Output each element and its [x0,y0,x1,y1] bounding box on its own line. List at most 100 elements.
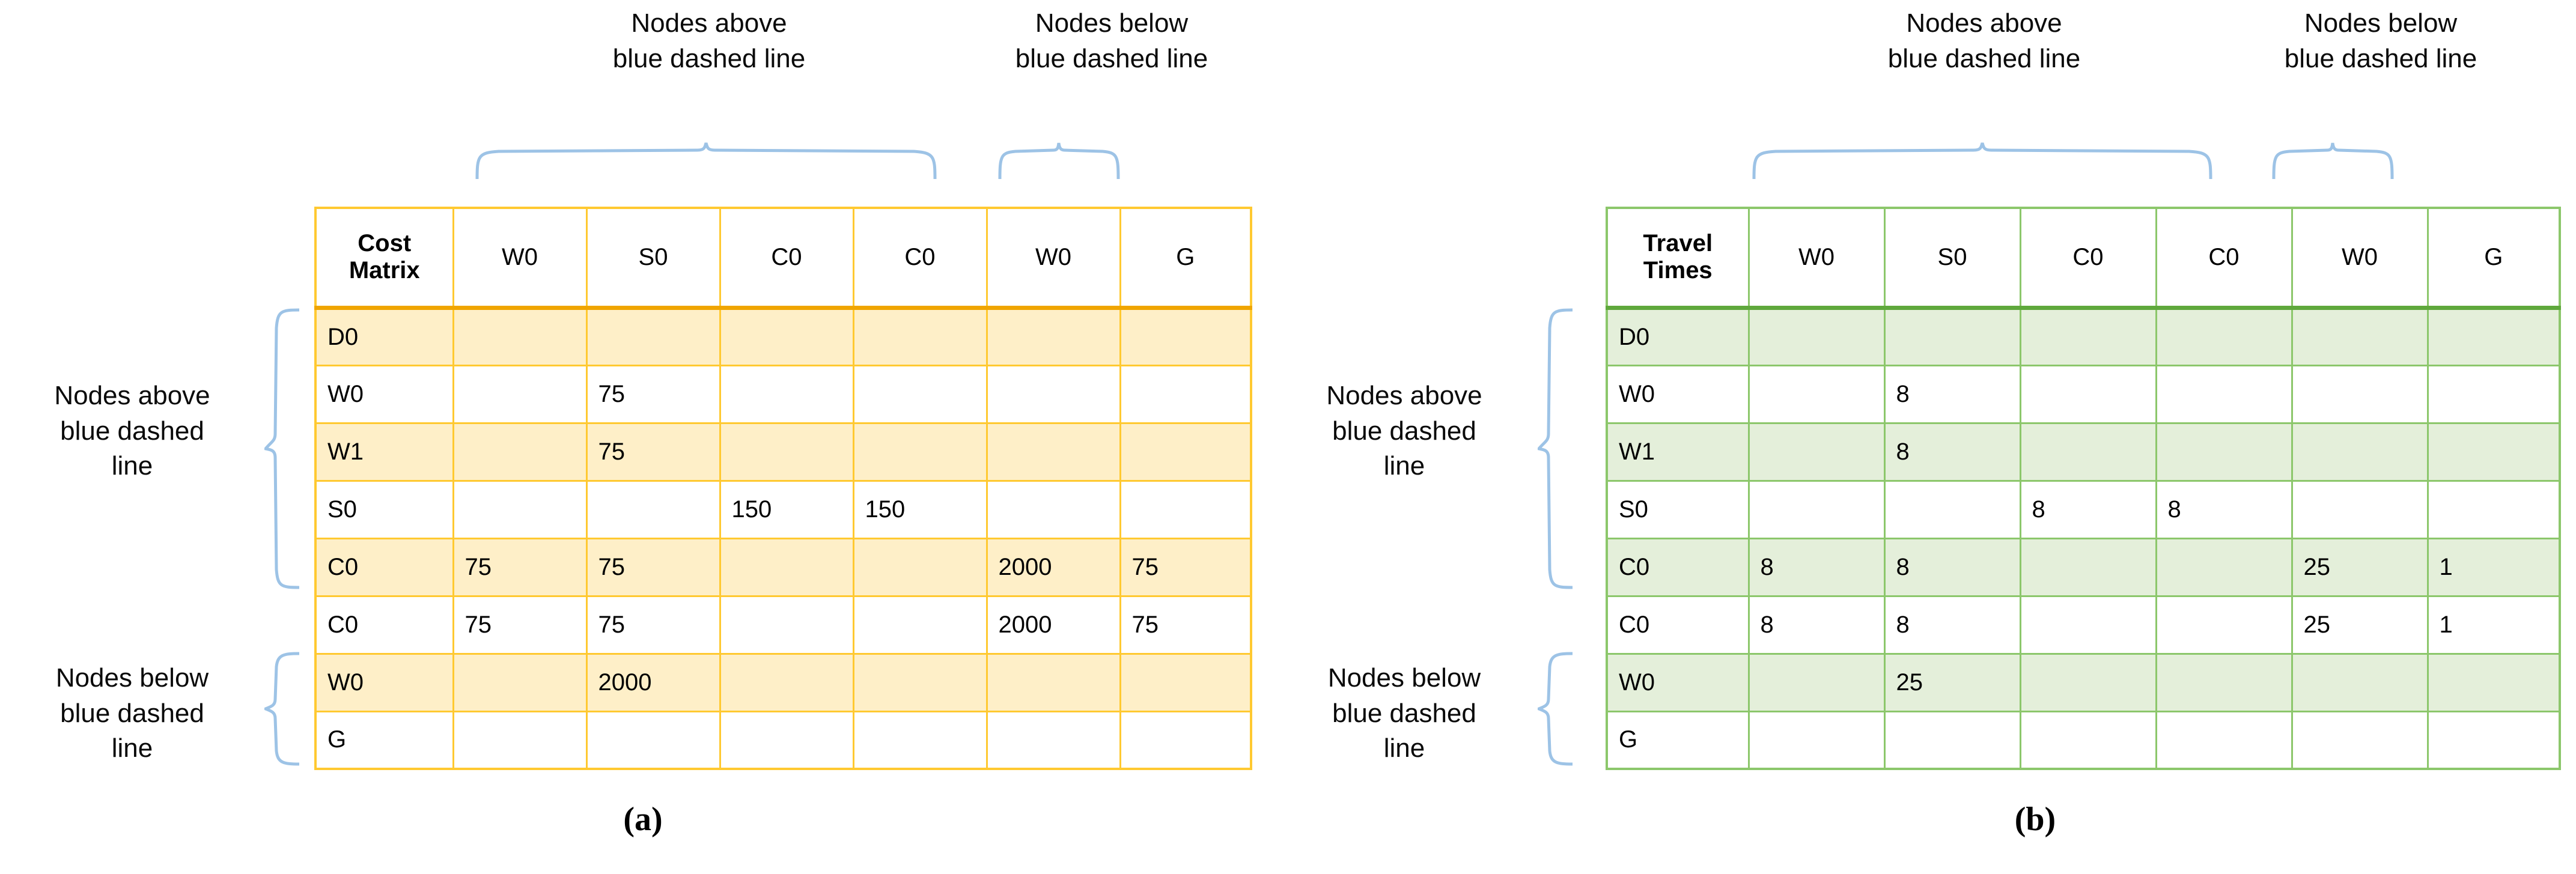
cost-matrix-cell [719,364,854,424]
travel-times-row-label: W0 [1606,652,1750,712]
travel-times-col-header-4: W0 [2291,207,2429,310]
cost-matrix-cell [585,710,721,770]
travel-times-cell [2291,422,2429,482]
table-row: C0 75 75 2000 75 [314,537,1252,597]
cost-matrix-cell: 2000 [585,652,721,712]
travel-times-row-label: C0 [1606,595,1750,655]
panel-b: Nodes above blue dashed line Nodes below… [1290,0,2576,874]
travel-times-col-header-0: W0 [1747,207,1886,310]
panel-b-row-brace-above [1538,308,1575,590]
panel-b-col-brace-below [2271,142,2395,181]
cost-matrix-row-label: W1 [314,422,454,482]
panel-a-col-brace-above [475,142,937,181]
table-row: S0 150 150 [314,479,1252,539]
cost-matrix-cell: 75 [585,537,721,597]
travel-times-cell [2019,537,2157,597]
cost-matrix-cell: 75 [452,595,588,655]
panel-a-col-brace-below [997,142,1121,181]
travel-times-row-label: W0 [1606,364,1750,424]
travel-times-cell [1883,710,2021,770]
panel-a-col-group-below-label: Nodes below blue dashed line [1015,8,1208,73]
cost-matrix-table: Cost Matrix W0 S0 C0 C0 W0 G D0 [314,207,1252,770]
panel-a-row-brace-above [264,308,302,590]
cost-matrix-cell [1119,479,1252,539]
cost-matrix-header-row: Cost Matrix W0 S0 C0 C0 W0 G [314,207,1252,310]
cost-matrix-cell [852,306,988,366]
table-row: W0 8 [1606,364,2561,424]
cost-matrix-cell [585,306,721,366]
travel-times-cell [2426,652,2561,712]
cost-matrix-cell [719,710,854,770]
travel-times-row-label: C0 [1606,537,1750,597]
cost-matrix-cell [1119,364,1252,424]
travel-times-cell: 8 [1883,422,2021,482]
cost-matrix-cell [985,710,1121,770]
cost-matrix-cell [985,422,1121,482]
cost-matrix-cell [452,306,588,366]
cost-matrix-col-header-3: C0 [852,207,988,310]
panel-a-row-brace-below [264,651,302,766]
travel-times-row-label: S0 [1606,479,1750,539]
travel-times-cell: 25 [1883,652,2021,712]
travel-times-cell [1747,306,1886,366]
cost-matrix-cell [719,306,854,366]
travel-times-cell [1747,479,1886,539]
cost-matrix-cell [852,710,988,770]
cost-matrix-row-label: C0 [314,595,454,655]
panel-b-row-brace-below [1538,651,1575,766]
cost-matrix-row-label: G [314,710,454,770]
travel-times-cell [1883,479,2021,539]
panel-b-col-brace-above [1752,142,2213,181]
cost-matrix-cell: 2000 [985,595,1121,655]
cost-matrix-cell: 2000 [985,537,1121,597]
travel-times-cell [2291,710,2429,770]
cost-matrix-corner-header: Cost Matrix [314,207,454,310]
cost-matrix-cell: 75 [1119,537,1252,597]
cost-matrix-cell [1119,422,1252,482]
cost-matrix-cell [719,652,854,712]
travel-times-cell [2019,595,2157,655]
cost-matrix-row-label: C0 [314,537,454,597]
travel-times-cell [1747,422,1886,482]
cost-matrix-cell: 75 [1119,595,1252,655]
table-row: W1 8 [1606,422,2561,482]
cost-matrix-cell [719,422,854,482]
travel-times-row-label: W1 [1606,422,1750,482]
travel-times-cell [2426,364,2561,424]
travel-times-cell [1747,364,1886,424]
table-row: W0 75 [314,364,1252,424]
travel-times-cell [2291,306,2429,366]
cost-matrix-cell [452,479,588,539]
travel-times-cell [2019,364,2157,424]
cost-matrix-cell [985,306,1121,366]
travel-times-cell [2155,652,2293,712]
travel-times-cell [2019,422,2157,482]
travel-times-cell [2019,652,2157,712]
travel-times-cell [2426,422,2561,482]
travel-times-cell [2426,710,2561,770]
travel-times-cell [2426,306,2561,366]
cost-matrix-cell: 75 [452,537,588,597]
cost-matrix-row-label: S0 [314,479,454,539]
travel-times-cell [1883,306,2021,366]
cost-matrix-cell [1119,710,1252,770]
travel-times-cell: 25 [2291,595,2429,655]
table-row: C0 8 8 25 1 [1606,595,2561,655]
cost-matrix-cell [852,595,988,655]
cost-matrix-row-label: D0 [314,306,454,366]
travel-times-cell [1747,710,1886,770]
cost-matrix-cell [985,652,1121,712]
table-row: W0 25 [1606,652,2561,712]
cost-matrix-cell: 75 [585,422,721,482]
cost-matrix-cell: 150 [719,479,854,539]
cost-matrix-cell [452,652,588,712]
travel-times-cell: 1 [2426,537,2561,597]
panel-a: Nodes above blue dashed line Nodes below… [0,0,1286,874]
travel-times-cell: 8 [2155,479,2293,539]
travel-times-cell [2155,364,2293,424]
cost-matrix-cell [452,364,588,424]
table-row: D0 [314,306,1252,366]
cost-matrix-col-header-1: S0 [585,207,721,310]
travel-times-table: Travel Times W0 S0 C0 C0 W0 G D0 [1606,207,2561,770]
table-row: G [1606,710,2561,770]
